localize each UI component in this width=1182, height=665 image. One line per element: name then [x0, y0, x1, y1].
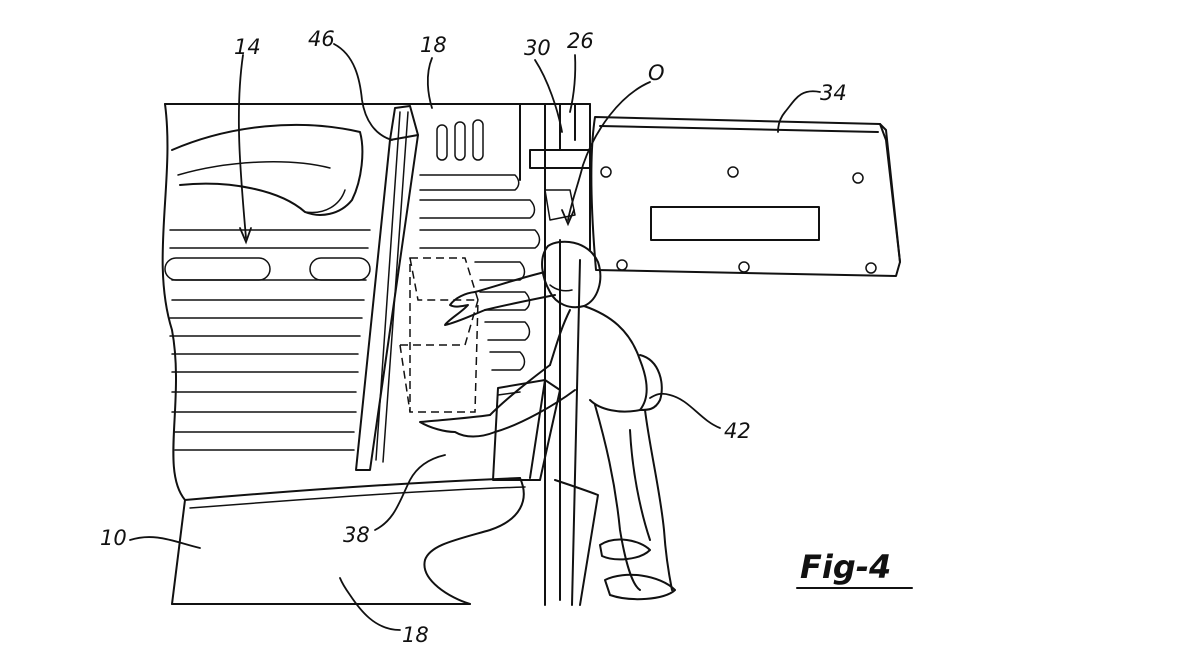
leader-lines	[129, 43, 821, 631]
reference-labels: 14 46 18 30 26 O 34 42 38 10 18	[100, 27, 847, 647]
ref-label-18-bottom: 18	[402, 623, 429, 647]
ref-label-26: 26	[567, 29, 594, 53]
ref-label-34: 34	[820, 81, 847, 105]
tote-bin	[492, 379, 599, 606]
door-frame	[529, 149, 591, 606]
divider-panel	[355, 105, 419, 471]
person-figure	[419, 240, 676, 601]
ref-label-14: 14	[234, 35, 261, 59]
ref-label-30: 30	[524, 36, 551, 60]
ref-label-46: 46	[308, 27, 335, 51]
figure-label: Fig-4	[800, 548, 891, 586]
ref-label-18-top: 18	[420, 33, 447, 57]
package-outline	[399, 257, 479, 413]
ref-label-10: 10	[100, 526, 127, 550]
vehicle-body	[161, 103, 591, 605]
vented-panel	[436, 119, 484, 161]
side-panel	[590, 116, 901, 277]
ref-label-o: O	[648, 61, 665, 85]
cargo-floor-slats	[164, 174, 541, 451]
ref-label-42: 42	[724, 419, 751, 443]
ref-label-38: 38	[343, 523, 370, 547]
figure-caption: Fig-4	[796, 548, 913, 589]
